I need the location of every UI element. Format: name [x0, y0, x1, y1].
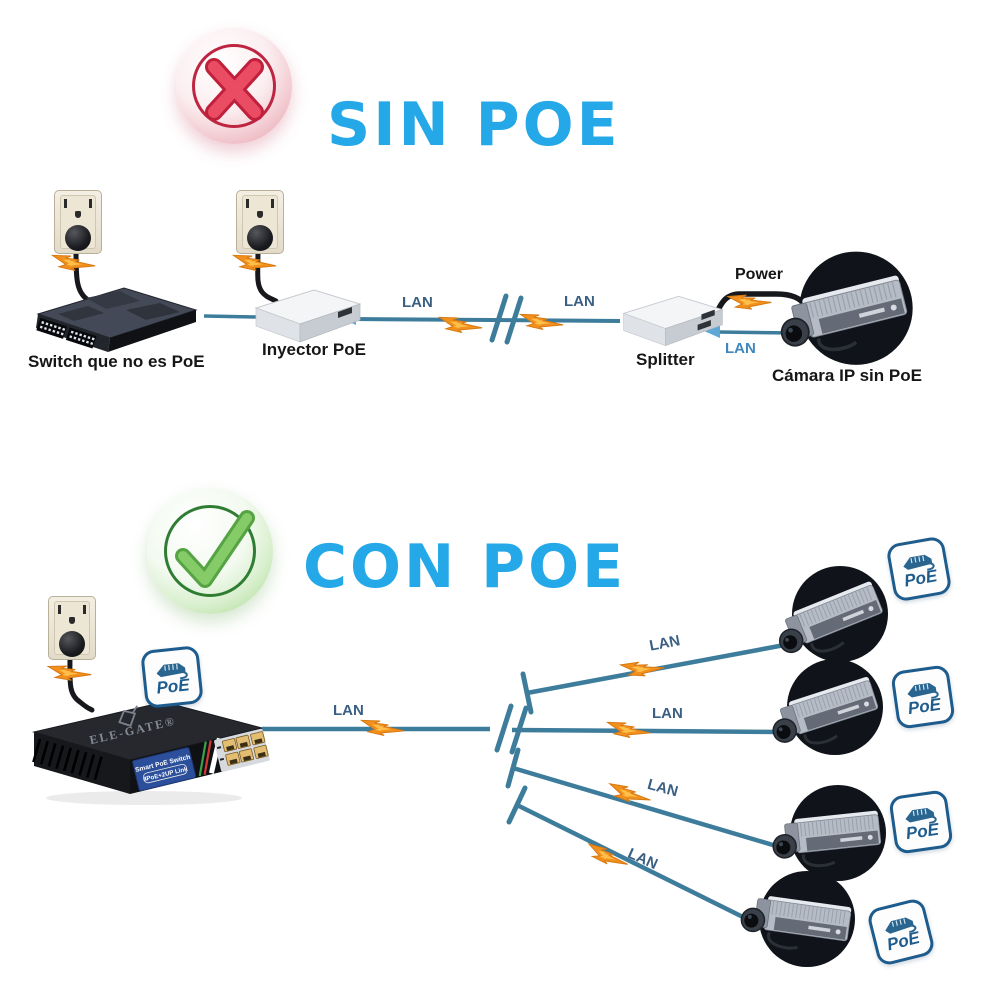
lan-label-2: LAN — [564, 293, 595, 310]
lan-line-injector-splitter — [351, 317, 621, 323]
power-plug — [59, 631, 85, 657]
power-label: Power — [735, 266, 784, 283]
ip-camera-2 — [757, 651, 907, 771]
branch3-line — [512, 765, 784, 851]
switch-ports — [36, 317, 97, 349]
sin-poe-title: SIN POE — [327, 90, 621, 160]
check-inner-ring — [164, 505, 256, 597]
branch4-line — [516, 802, 752, 924]
poe-injector — [248, 282, 366, 355]
ip-camera-1 — [762, 558, 912, 678]
ip-camera-3 — [760, 777, 910, 897]
switch-front-panel: Smart PoE Switch 4PoE+2UP Link — [132, 728, 270, 792]
ip-camera-4 — [729, 863, 879, 983]
wall-outlet-1 — [54, 190, 102, 254]
camera-top-label: Cámara IP sin PoE — [772, 366, 922, 385]
ip-camera-top — [764, 242, 941, 383]
non-poe-switch — [28, 280, 204, 363]
poe-badge-camera-2: PoE — [890, 664, 956, 730]
branch2-line — [511, 727, 784, 735]
power-plug — [65, 225, 91, 251]
splitter-label: Splitter — [636, 350, 695, 369]
lan-label-1: LAN — [402, 294, 433, 311]
check-circle-icon — [147, 488, 273, 614]
con-poe-title: CON POE — [303, 532, 627, 602]
poe-badge-switch: PoE — [140, 645, 204, 709]
x-inner-ring — [192, 44, 276, 128]
lan-label-branch-2: LAN — [652, 705, 683, 722]
wall-outlet-3 — [48, 596, 96, 660]
rj45-connector-icon — [885, 916, 917, 934]
lan-label-main: LAN — [333, 702, 364, 719]
poe-badge-label: PoE — [155, 674, 191, 698]
poe-badge-label: PoE — [902, 565, 939, 591]
switch-label: Switch que no es PoE — [28, 352, 205, 371]
poe-splitter — [616, 288, 728, 359]
power-plug — [247, 225, 273, 251]
injector-label: Inyector PoE — [262, 340, 366, 359]
rj45-connector-icon — [905, 807, 937, 824]
poe-badge-label: PoE — [904, 819, 940, 843]
poe-badge-camera-1: PoE — [885, 535, 953, 603]
x-circle-icon — [176, 28, 292, 144]
poe-badge-camera-4: PoE — [865, 896, 937, 968]
lan-arrow-into-splitter — [704, 324, 720, 338]
rj45-connector-icon — [903, 554, 935, 571]
poe-badge-label: PoE — [906, 694, 942, 718]
rj45-ports — [221, 731, 269, 766]
check-mark — [175, 510, 255, 588]
poe-switch: ELE-GATE® Smart PoE Switch 4PoE+2UP Link — [12, 692, 272, 815]
lan-line-switch-injector — [203, 314, 259, 319]
lan-label-camera: LAN — [725, 340, 756, 357]
wall-outlet-2 — [236, 190, 284, 254]
x-mark — [205, 58, 264, 121]
rj45-connector-icon — [156, 662, 188, 679]
rj45-connector-icon — [907, 682, 939, 699]
poe-badge-camera-3: PoE — [888, 789, 954, 855]
